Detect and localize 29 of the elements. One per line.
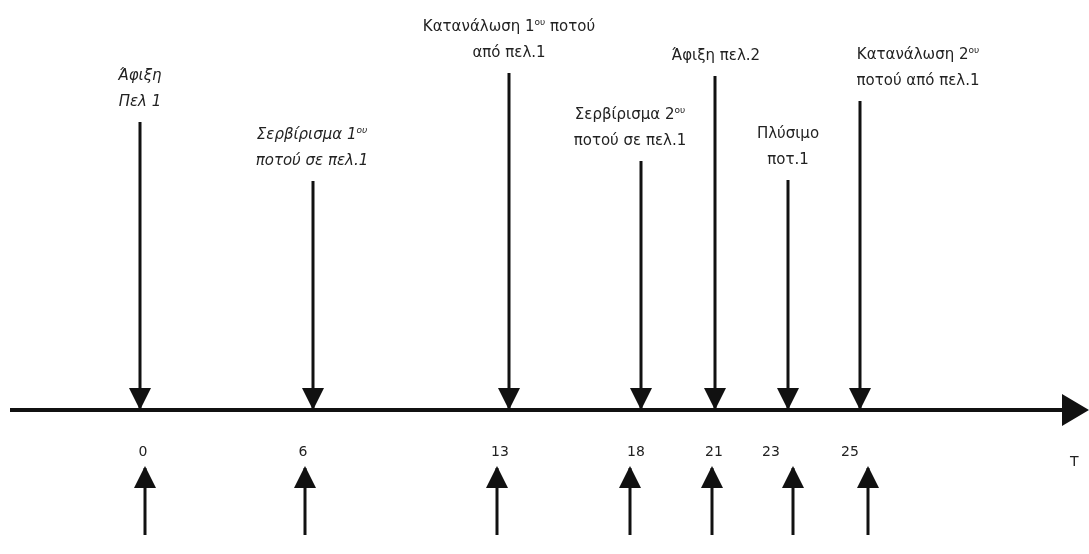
- arrow: [294, 466, 316, 535]
- arrow: [857, 466, 879, 535]
- arrow: [619, 466, 641, 535]
- time-value: 25: [835, 442, 865, 460]
- arrow: [630, 161, 652, 410]
- time-value: 6: [288, 442, 318, 460]
- arrow: [701, 466, 723, 535]
- arrow: [849, 101, 871, 410]
- axis-label: T: [1070, 452, 1079, 470]
- event-label: Σερβίρισμα 2$^{ου}$ ποτού σε πελ.1: [555, 97, 705, 153]
- event-label: Πλύσιμο ποτ.1: [738, 120, 838, 172]
- arrow: [302, 181, 324, 410]
- time-value: 13: [485, 442, 515, 460]
- arrow: [486, 466, 508, 535]
- arrow: [498, 73, 520, 410]
- arrow: [129, 122, 151, 410]
- arrow: [777, 180, 799, 410]
- event-label: Σερβίρισμα 1$^{ου}$ ποτού σε πελ.1: [237, 117, 387, 173]
- time-value: 21: [699, 442, 729, 460]
- event-label: Κατανάλωση 1$^{ου}$ ποτού από πελ.1: [409, 9, 609, 65]
- arrow: [134, 466, 156, 535]
- event-label: Κατανάλωση 2$^{ου}$ ποτού από πελ.1: [835, 37, 1001, 93]
- time-value: 23: [756, 442, 786, 460]
- event-label: Άφιξη Πελ 1: [105, 62, 175, 114]
- arrow: [782, 466, 804, 535]
- time-value: 18: [621, 442, 651, 460]
- event-label: Άφιξη πελ.2: [656, 42, 776, 68]
- time-value: 0: [128, 442, 158, 460]
- arrow: [704, 76, 726, 410]
